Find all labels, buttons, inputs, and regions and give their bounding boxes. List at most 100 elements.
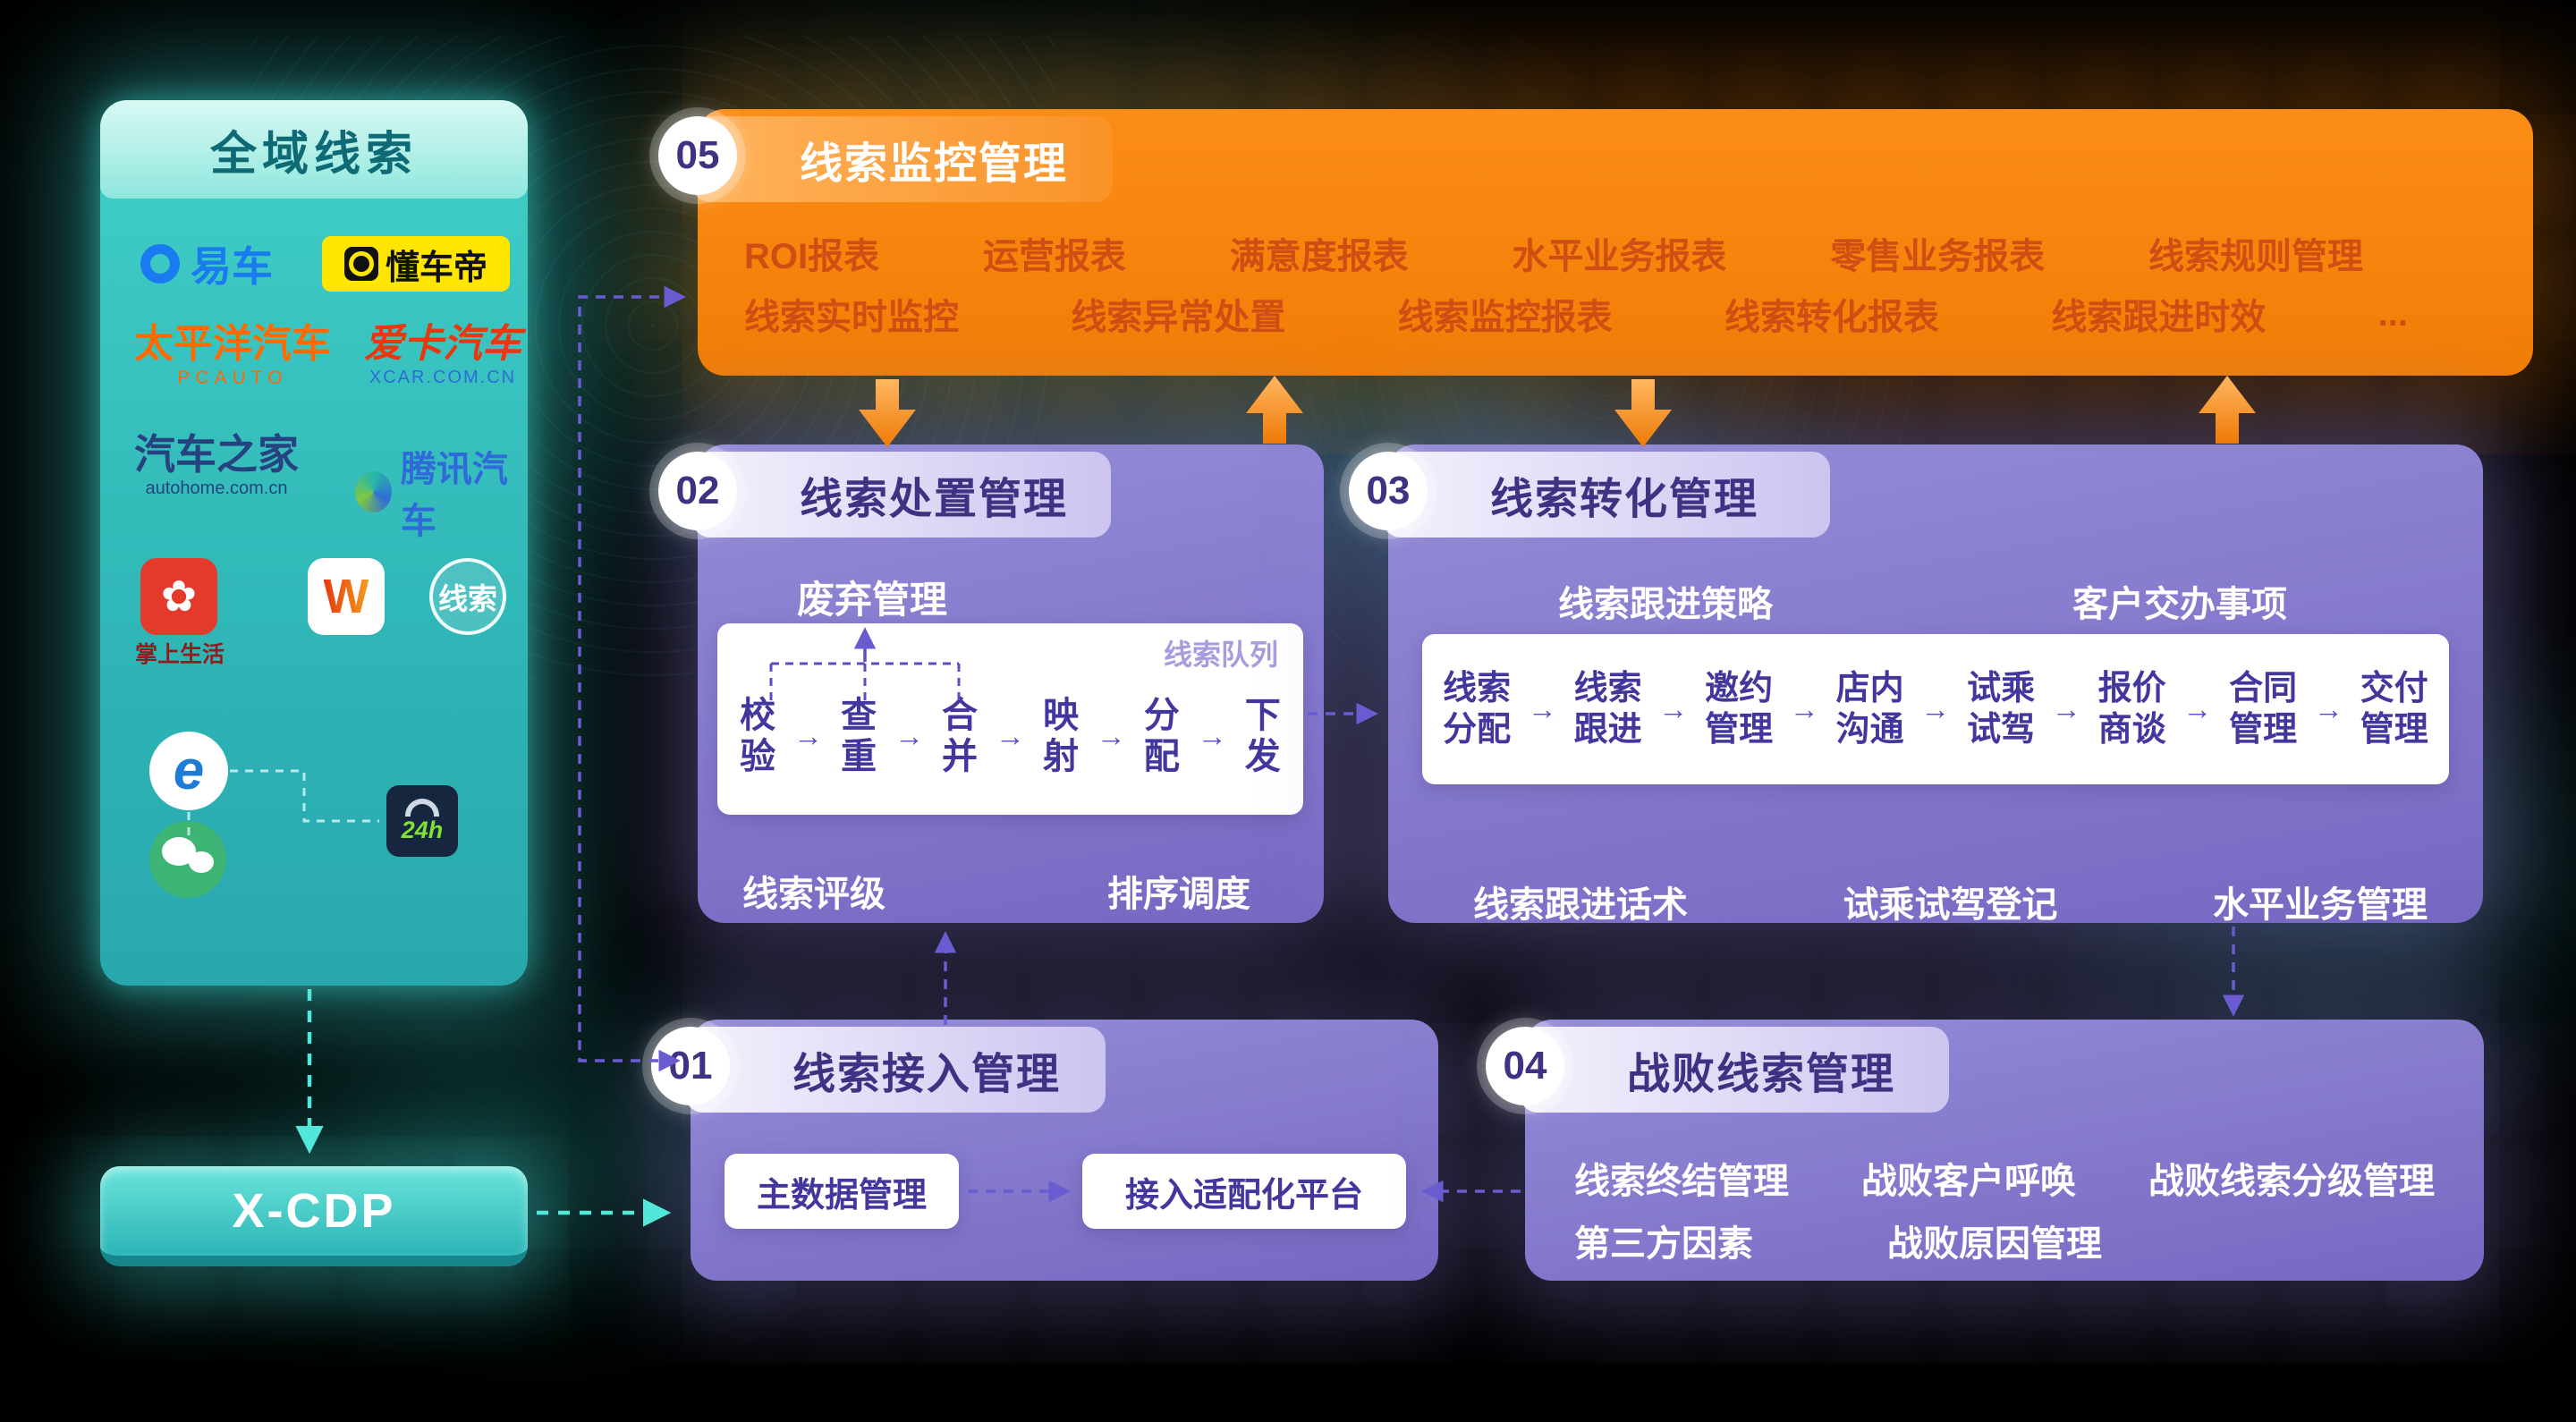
logo-pcauto: 太平洋汽车 PCAUTO — [134, 322, 331, 389]
list-item: 战败线索分级管理 — [2148, 1162, 2435, 1201]
panel05-number-badge: 05 — [658, 116, 737, 195]
logo-label: e — [173, 740, 205, 801]
list-item: 线索分配 — [1443, 669, 1512, 749]
wechat-icon — [149, 821, 226, 898]
lost-leads-row2: 第三方因素 战败原因管理 — [1574, 1215, 2102, 1266]
list-item: 下发 — [1244, 695, 1281, 776]
logo-yiche: 易车 — [140, 234, 273, 293]
flow-arrow: → — [2051, 692, 2081, 725]
flow-arrow: → — [2182, 692, 2213, 725]
list-item: 线索跟进时效 — [2051, 298, 2267, 337]
flow-arrow: → — [894, 719, 925, 752]
list-item: 映射 — [1042, 695, 1079, 776]
panel05-title: 线索监控管理 — [692, 116, 1113, 202]
list-item: 线索跟进话术 — [1473, 885, 1688, 925]
yiche-icon — [140, 244, 180, 284]
lead-rating-label: 线索评级 — [742, 875, 886, 914]
list-item: 水平业务管理 — [2213, 885, 2428, 925]
logo-sublabel: autohome.com.cn — [145, 478, 288, 499]
list-item: 合并 — [942, 695, 979, 776]
master-data-box: 主数据管理 — [724, 1154, 959, 1229]
tencent-auto-icon — [355, 471, 392, 512]
list-item: 线索实时监控 — [744, 298, 959, 337]
list-item: 线索监控报表 — [1397, 298, 1613, 337]
list-item: 零售业务报表 — [1830, 237, 2046, 276]
flow-arrow: → — [1527, 692, 1557, 725]
list-item: 校验 — [740, 695, 776, 776]
panel02-number-badge: 02 — [658, 452, 737, 530]
list-item: 交付管理 — [2360, 669, 2428, 749]
logo-autohome: 汽车之家 autohome.com.cn — [134, 433, 299, 498]
logo-xcar: 爱卡汽车 XCAR.COM.CN — [364, 322, 521, 388]
list-item: 满意度报表 — [1229, 237, 1409, 276]
follow-strategy-label: 线索跟进策略 — [1558, 585, 1773, 624]
panel-lost-leads: 04 战败线索管理 线索终结管理 战败客户呼唤 战败线索分级管理 第三方因素 战败原因… — [1486, 1020, 2484, 1281]
list-item: 第三方因素 — [1574, 1224, 1753, 1264]
logo-label: W — [323, 570, 369, 623]
flow-arrow: → — [1789, 692, 1819, 725]
panel01-title: 线索接入管理 — [685, 1027, 1106, 1113]
panel04-title: 战败线索管理 — [1520, 1027, 1949, 1113]
list-item: 运营报表 — [982, 237, 1126, 276]
ie-browser-icon: e — [149, 732, 228, 810]
list-item: 线索终结管理 — [1574, 1162, 1789, 1201]
panel04-number-badge: 04 — [1486, 1027, 1564, 1105]
logo-label: 汽车之家 — [134, 431, 299, 478]
flow-arrow: → — [995, 719, 1025, 752]
flow-arrow: → — [1197, 719, 1227, 752]
service-24h-icon: 24h — [386, 785, 458, 857]
conversion-steps: 线索分配→线索跟进→邀约管理→店内沟通→试乘试驾→报价商谈→合同管理→交付管理 — [1433, 634, 2438, 784]
logo-sublabel: XCAR.COM.CN — [369, 368, 517, 388]
xiansuo-badge: 线索 — [429, 558, 506, 635]
list-item: 合同管理 — [2229, 669, 2298, 749]
list-item: 查重 — [841, 695, 877, 776]
list-item: 战败原因管理 — [1887, 1224, 2102, 1264]
conversion-steps-box: 线索分配→线索跟进→邀约管理→店内沟通→试乘试驾→报价商谈→合同管理→交付管理 — [1422, 634, 2449, 784]
conversion-bottom-labels: 线索跟进话术 试乘试驾登记 水平业务管理 — [1473, 876, 2428, 927]
source-panel-title: 全域线索 — [100, 100, 528, 199]
logo-tencent-auto: 腾讯汽车 — [355, 440, 528, 544]
panel03-title: 线索转化管理 — [1383, 452, 1830, 537]
monitoring-items-row1: ROI报表运营报表满意度报表水平业务报表零售业务报表线索规则管理 — [744, 229, 2363, 277]
logo-label: 易车 — [191, 243, 273, 290]
disposal-steps: 校验→查重→合并→映射→分配→下发 — [730, 668, 1291, 804]
flow-arrow: → — [2313, 692, 2343, 725]
lead-queue-box: 线索队列 校验→查重→合并→映射→分配→下发 — [717, 623, 1303, 815]
panel02-title: 线索处置管理 — [692, 452, 1111, 537]
xcdp-node: X-CDP — [100, 1166, 528, 1266]
sort-scheduling-label: 排序调度 — [1107, 875, 1250, 914]
arrow-03-to-05 — [2199, 376, 2256, 444]
w-app-icon: W — [308, 558, 385, 635]
monitoring-items-row2: 线索实时监控线索异常处置线索监控报表线索转化报表线索跟进时效... — [744, 290, 2408, 338]
dongchedi-icon — [343, 247, 378, 281]
zhangshang-shenghuo-icon: ✿ — [140, 558, 217, 635]
logo-label: 爱卡汽车 — [364, 322, 521, 366]
logo-label: 懂车帝 — [385, 249, 487, 287]
flow-arrow: → — [793, 719, 824, 752]
list-item: 线索跟进 — [1573, 669, 1642, 749]
list-item: 线索规则管理 — [2148, 237, 2363, 276]
list-item: ... — [2377, 293, 2408, 334]
logo-sublabel: PCAUTO — [177, 368, 288, 389]
list-item: 线索异常处置 — [1071, 298, 1286, 337]
access-adapter-box: 接入适配化平台 — [1082, 1154, 1406, 1229]
panel-lead-conversion: 03 线索转化管理 线索跟进策略 客户交办事项 线索分配→线索跟进→邀约管理→店… — [1349, 444, 2483, 925]
list-item: ROI报表 — [744, 237, 880, 276]
panel03-number-badge: 03 — [1349, 452, 1428, 530]
logo-dongchedi: 懂车帝 — [322, 236, 510, 292]
list-item: 试乘试驾 — [1967, 669, 2036, 749]
list-item: 报价商谈 — [2097, 669, 2166, 749]
logo-label: 线索 — [438, 582, 497, 615]
list-item: 战败客户呼唤 — [1861, 1162, 2076, 1201]
flow-arrow: → — [1658, 692, 1689, 725]
lost-leads-row1: 线索终结管理 战败客户呼唤 战败线索分级管理 — [1574, 1152, 2435, 1204]
logo-label: 24h — [401, 816, 444, 843]
panel-lead-disposal: 02 线索处置管理 废弃管理 线索队列 校验→查重→合并→映射→分配→下发 线索… — [658, 444, 1324, 923]
flow-arrow: → — [1920, 692, 1951, 725]
logo-label: 太平洋汽车 — [134, 322, 331, 366]
list-item: 试乘试驾登记 — [1843, 885, 2058, 925]
discard-management-label: 废弃管理 — [796, 579, 947, 621]
list-item: 店内沟通 — [1835, 669, 1904, 749]
panel01-number-badge: 01 — [651, 1027, 730, 1105]
